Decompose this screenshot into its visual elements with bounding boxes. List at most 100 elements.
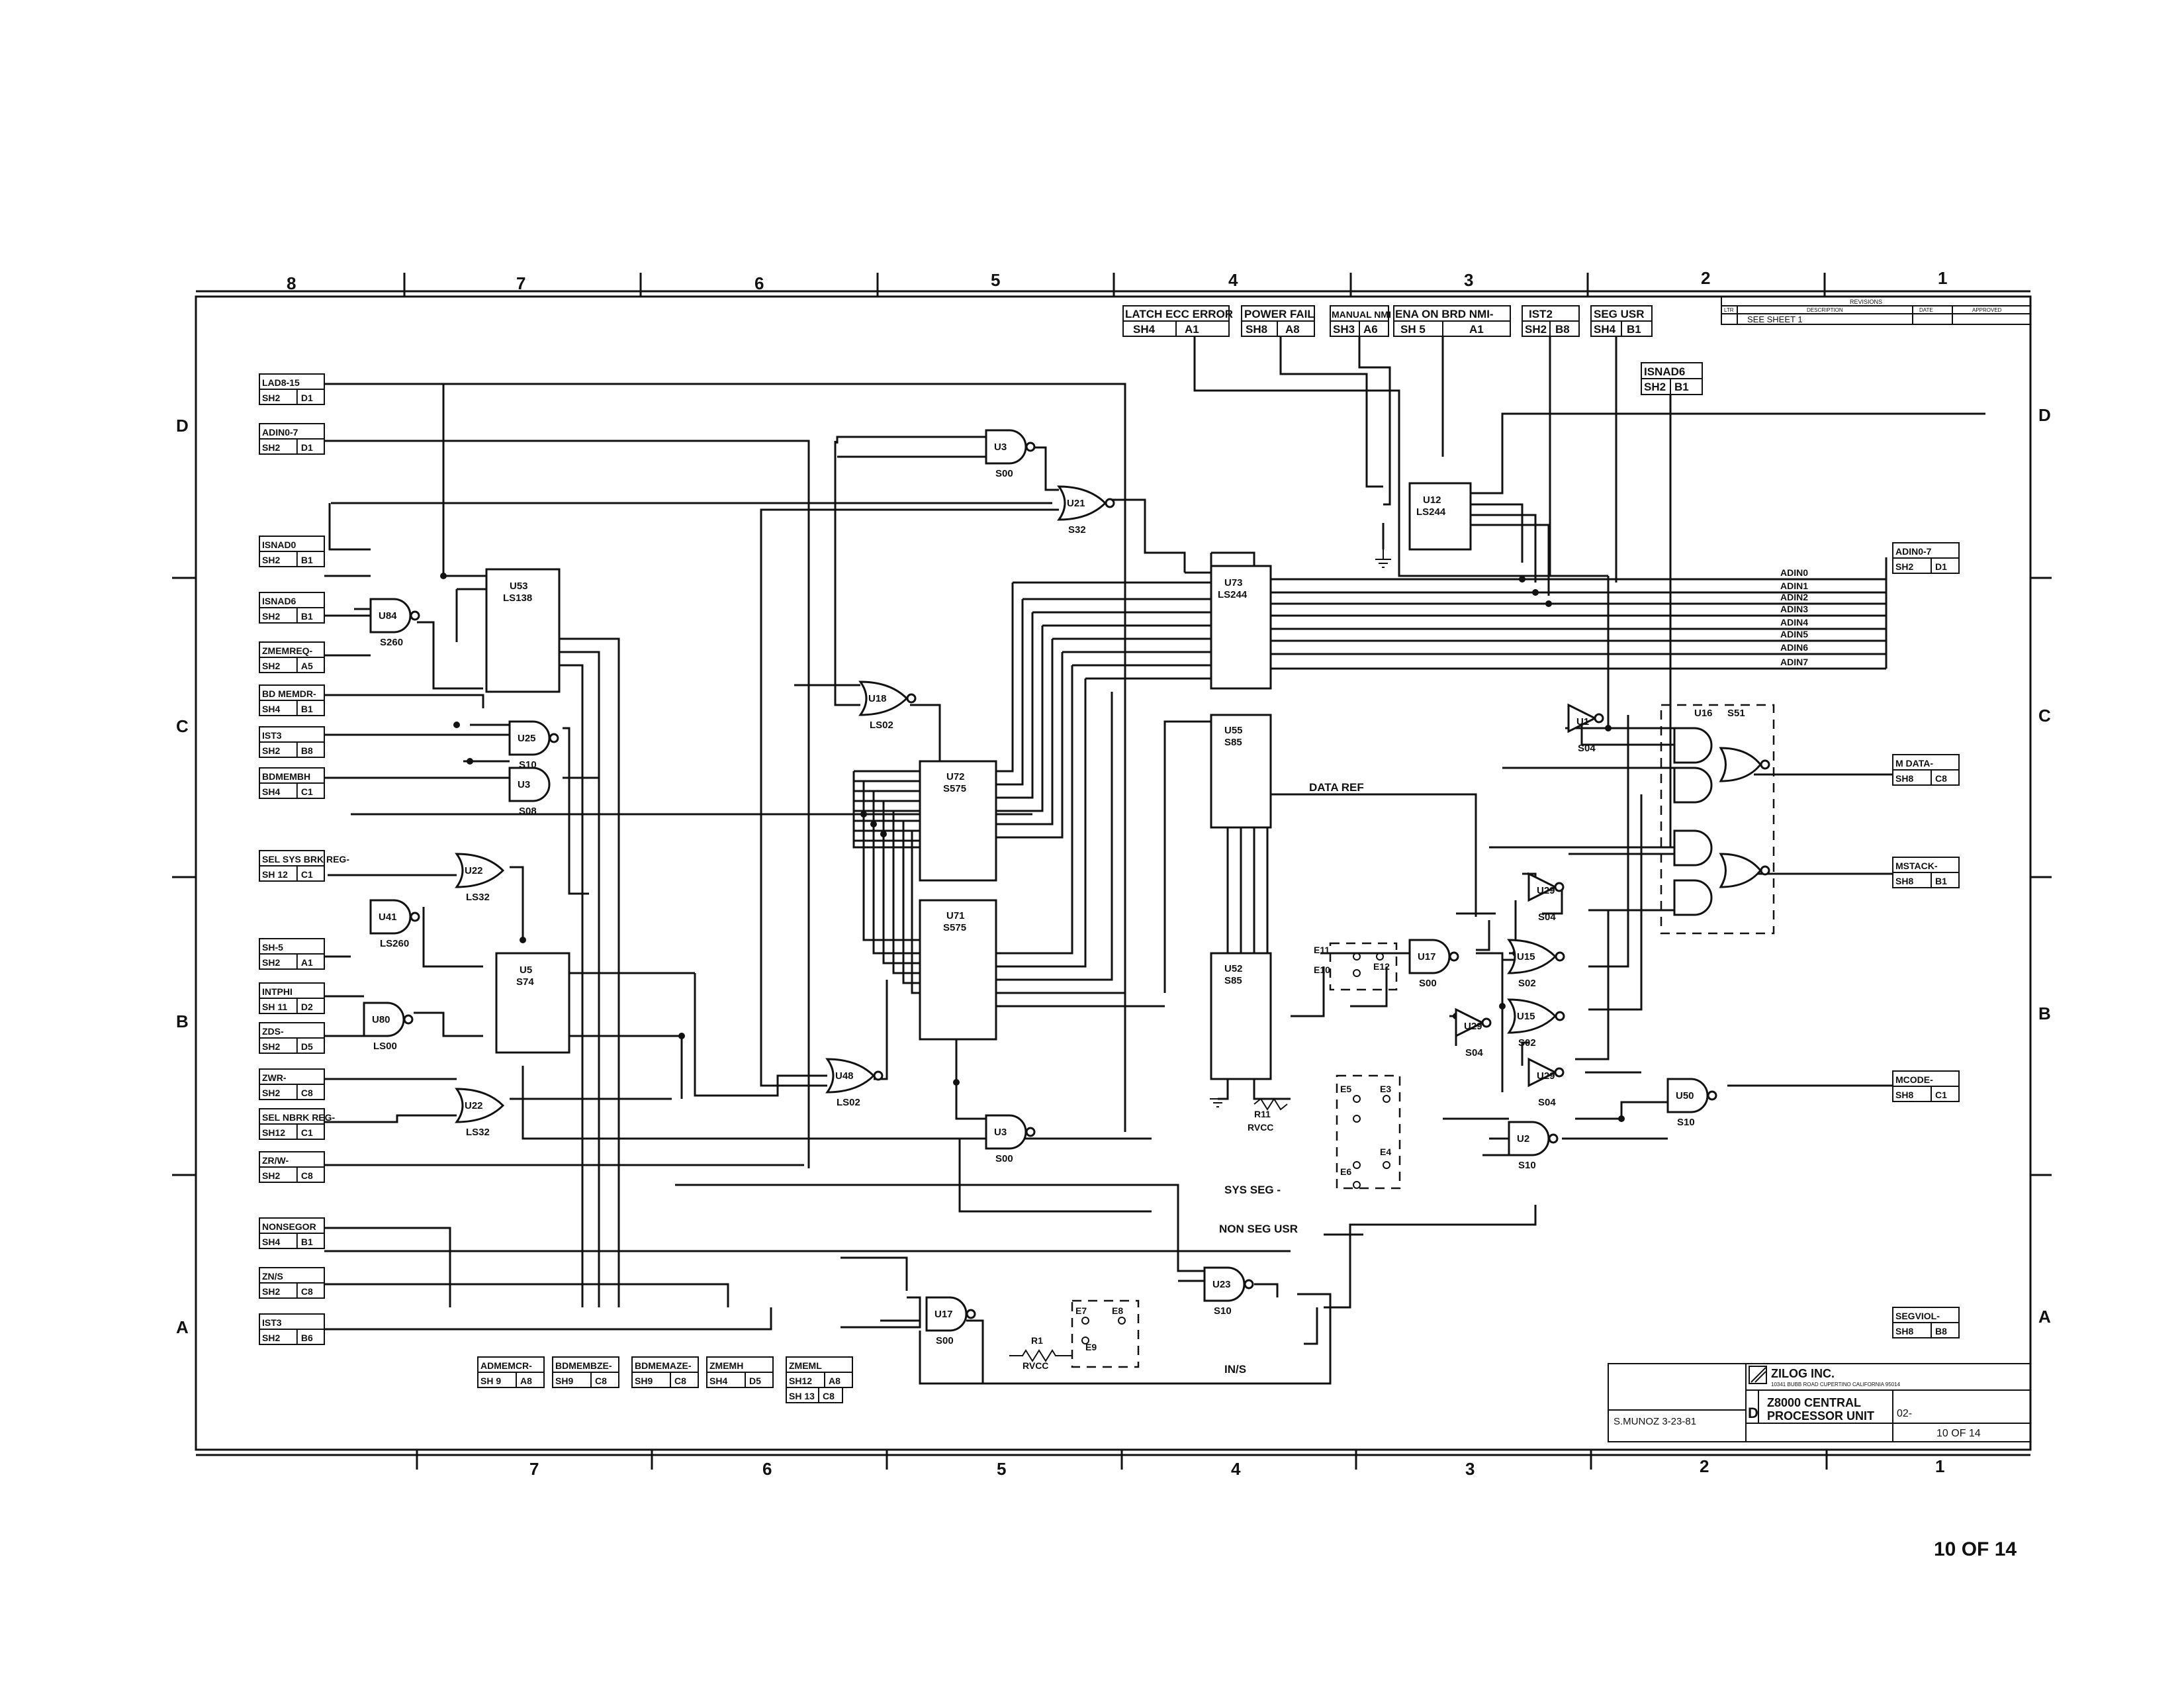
svg-text:C8: C8 [595, 1376, 607, 1386]
net-data-ref: DATA REF [1309, 781, 1364, 794]
chip-u73-ls244: U73 LS244 [1210, 565, 1272, 690]
svg-text:LS244: LS244 [1416, 506, 1446, 518]
svg-text:S08: S08 [519, 806, 537, 817]
svg-text:SH 5: SH 5 [1400, 323, 1426, 336]
svg-text:LS32: LS32 [466, 892, 490, 903]
svg-text:U29: U29 [1537, 1070, 1555, 1082]
svg-text:B1: B1 [301, 611, 313, 622]
zilog-logo [1749, 1366, 1767, 1384]
svg-text:ADIN0-7: ADIN0-7 [262, 427, 298, 438]
svg-text:U84: U84 [379, 610, 397, 622]
svg-text:D1: D1 [301, 442, 313, 453]
svg-text:U16: U16 [1694, 708, 1713, 719]
svg-text:U12: U12 [1423, 494, 1441, 506]
svg-text:D5: D5 [749, 1376, 761, 1386]
zone-top-7: 7 [516, 273, 525, 293]
svg-text:A1: A1 [1469, 323, 1484, 336]
jumper-e11: E11 [1314, 945, 1330, 955]
revision-col-approved: APPROVED [1972, 307, 2002, 313]
svg-text:U2: U2 [1517, 1133, 1529, 1145]
svg-text:SH2: SH2 [262, 661, 280, 671]
ground-symbols [1210, 549, 1391, 1107]
svg-text:U50: U50 [1676, 1090, 1694, 1102]
svg-text:SH4: SH4 [1133, 323, 1156, 336]
bus-label-adin5: ADIN5 [1780, 629, 1808, 639]
svg-text:SH2: SH2 [1644, 381, 1666, 393]
svg-text:B6: B6 [301, 1333, 313, 1343]
title-line-2: PROCESSOR UNIT [1767, 1409, 1874, 1423]
svg-text:S04: S04 [1538, 912, 1556, 923]
svg-text:POWER FAIL: POWER FAIL [1244, 308, 1314, 320]
svg-text:S32: S32 [1068, 524, 1086, 536]
svg-text:SH2: SH2 [262, 1333, 280, 1343]
svg-text:C8: C8 [1935, 773, 1947, 784]
svg-text:SH2: SH2 [262, 393, 280, 403]
zone-top-1: 1 [1938, 268, 1947, 288]
svg-text:SH2: SH2 [1525, 323, 1547, 336]
zone-bottom-5: 5 [997, 1459, 1006, 1479]
svg-text:S02: S02 [1518, 1037, 1536, 1049]
svg-text:ADMEMCR-: ADMEMCR- [480, 1360, 532, 1371]
jumper-e7: E7 [1075, 1305, 1087, 1316]
svg-text:C1: C1 [301, 786, 313, 797]
top-zone-ticks [403, 273, 1826, 297]
chip-u55-s85: U55 S85 [1210, 714, 1272, 829]
zone-bottom-7: 7 [529, 1459, 539, 1479]
svg-text:U15: U15 [1517, 1011, 1535, 1022]
svg-text:SH4: SH4 [262, 786, 280, 797]
zone-top-2: 2 [1701, 268, 1710, 288]
svg-text:SH 13: SH 13 [789, 1391, 815, 1401]
zone-top-6: 6 [754, 273, 764, 293]
svg-text:ZMEML: ZMEML [789, 1360, 822, 1371]
svg-text:U22: U22 [465, 865, 483, 876]
svg-text:B1: B1 [301, 1237, 313, 1247]
svg-text:C8: C8 [674, 1376, 686, 1386]
revision-col-date: DATE [1919, 307, 1933, 313]
svg-text:SH2: SH2 [262, 1088, 280, 1098]
bus-label-adin2: ADIN2 [1780, 592, 1808, 602]
svg-text:SH9: SH9 [635, 1376, 653, 1386]
svg-text:S02: S02 [1518, 978, 1536, 989]
svg-text:LS00: LS00 [373, 1041, 397, 1052]
svg-text:ADIN0-7: ADIN0-7 [1895, 546, 1932, 557]
net-r1: R1 [1031, 1335, 1043, 1346]
svg-text:A5: A5 [301, 661, 313, 671]
svg-text:B8: B8 [1935, 1326, 1947, 1336]
connector-ist2: IST2 SH2 B8 [1522, 305, 1580, 337]
zone-row-c-left: C [176, 716, 189, 736]
svg-text:SH2: SH2 [262, 1170, 280, 1181]
svg-text:ZDS-: ZDS- [262, 1026, 284, 1037]
svg-text:INTPHI: INTPHI [262, 986, 293, 997]
svg-text:S00: S00 [995, 468, 1013, 479]
svg-text:ENA ON BRD NMI-: ENA ON BRD NMI- [1395, 308, 1494, 320]
net-sys-seg: SYS SEG - [1224, 1184, 1281, 1196]
bus-label-adin1: ADIN1 [1780, 581, 1808, 591]
svg-text:U48: U48 [835, 1070, 854, 1082]
net-labels: DATA REF SYS SEG - NON SEG USR IN/S R11 … [1009, 781, 1364, 1376]
svg-text:U80: U80 [372, 1014, 390, 1025]
svg-text:S74: S74 [516, 976, 534, 988]
chip-u71-s575: U71 S575 [919, 899, 997, 1041]
svg-text:U25: U25 [518, 733, 536, 744]
svg-text:B1: B1 [1674, 381, 1689, 393]
logic-gates: U3S00U21S32U84S260U25S10U3S08U18LS02U22L… [363, 429, 1770, 1346]
revision-header: REVISIONS [1850, 299, 1882, 305]
